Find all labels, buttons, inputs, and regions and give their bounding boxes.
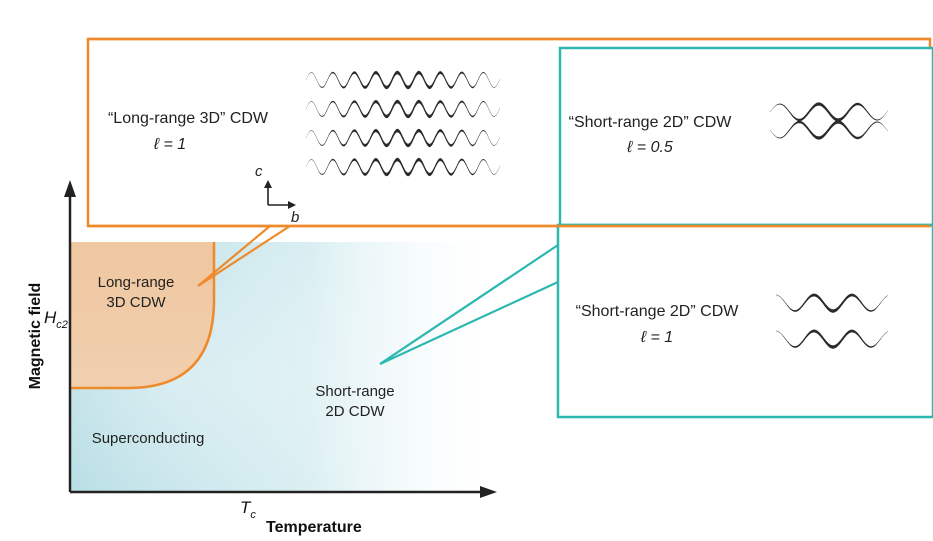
short-range-label-line1: Short-range <box>315 383 394 400</box>
long-range-3d-ell: ℓ = 1 <box>153 136 186 153</box>
short-range-2d-one-title: “Short-range 2D” CDW <box>576 303 740 320</box>
superconducting-label: Superconducting <box>92 430 205 447</box>
x-axis-arrow <box>480 486 497 498</box>
x-axis-label: Temperature <box>266 519 362 536</box>
cdw-wave-long-2 <box>306 99 500 119</box>
short-range-2d-half-waves <box>770 102 888 140</box>
tc-label: Tc <box>240 498 256 521</box>
lattice-c-label: c <box>255 163 263 180</box>
cdw-wave-long-4 <box>306 157 500 177</box>
lattice-c-arrow <box>264 180 272 188</box>
long-range-label-line1: Long-range <box>98 274 175 291</box>
short-range-2d-half-ell: ℓ = 0.5 <box>626 139 673 156</box>
long-range-3d-region <box>70 242 214 388</box>
y-axis-label: Magnetic field <box>27 283 44 390</box>
short-range-2d-pointer <box>379 244 559 365</box>
cdw-wave-half-1 <box>770 102 888 122</box>
long-range-3d-title: “Long-range 3D” CDW <box>108 110 269 127</box>
long-range-label-line2: 3D CDW <box>106 294 166 311</box>
short-range-label-line2: 2D CDW <box>325 403 385 420</box>
long-range-3d-boundary <box>70 242 216 390</box>
cdw-wave-long-3 <box>306 128 500 148</box>
cdw-wave-long-1 <box>306 70 500 90</box>
cdw-wave-one-1 <box>776 293 888 313</box>
short-range-2d-half-title: “Short-range 2D” CDW <box>569 114 733 131</box>
short-range-2d-one-waves <box>776 293 888 349</box>
short-range-2d-callout-upper <box>558 46 933 227</box>
short-range-2d-callout-lower <box>556 223 933 419</box>
y-axis-arrow <box>64 180 76 197</box>
lattice-b-label: b <box>291 209 299 226</box>
long-range-3d-waves <box>306 70 500 177</box>
lattice-b-arrow <box>288 201 296 209</box>
short-range-2d-one-ell: ℓ = 1 <box>640 329 673 346</box>
cdw-wave-half-2 <box>770 120 888 140</box>
hc2-label: Hc2 <box>44 308 68 331</box>
cdw-wave-one-2 <box>776 329 888 349</box>
long-range-3d-pointer <box>197 225 291 287</box>
